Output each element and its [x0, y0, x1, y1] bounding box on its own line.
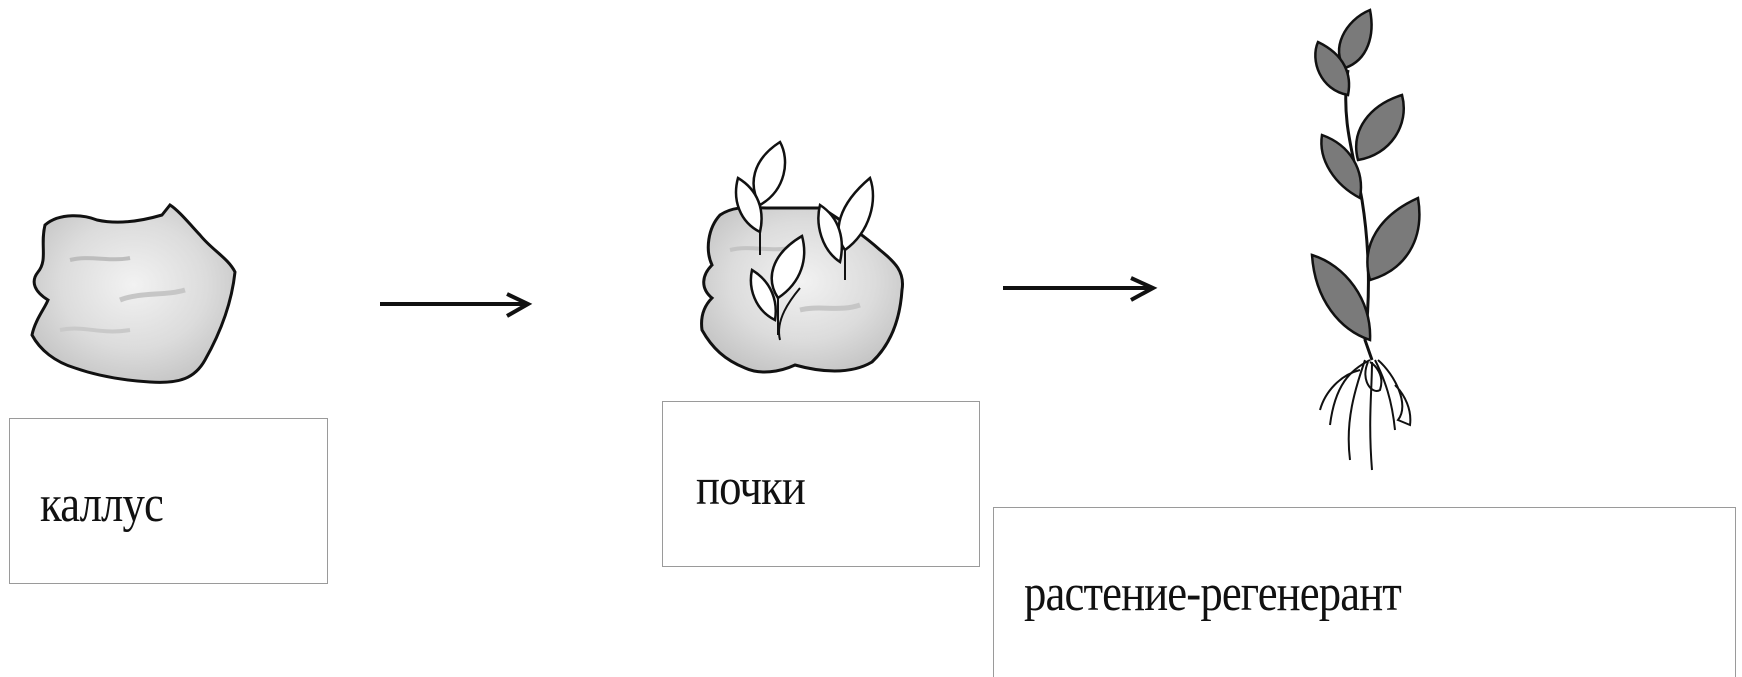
plant-label-box: растение-регенерант: [993, 507, 1736, 677]
arrow-icon: [380, 292, 533, 318]
buds-label: почки: [696, 459, 806, 516]
buds-label-box: почки: [662, 401, 980, 567]
arrow-icon: [1003, 276, 1158, 302]
plant-label: растение-регенерант: [1024, 565, 1402, 622]
regenerated-plant-illustration: [1310, 8, 1421, 471]
callus-label: каллус: [40, 476, 164, 533]
callus-label-box: каллус: [9, 418, 328, 584]
callus-with-buds-illustration: [700, 140, 905, 374]
callus-illustration: [30, 203, 237, 384]
